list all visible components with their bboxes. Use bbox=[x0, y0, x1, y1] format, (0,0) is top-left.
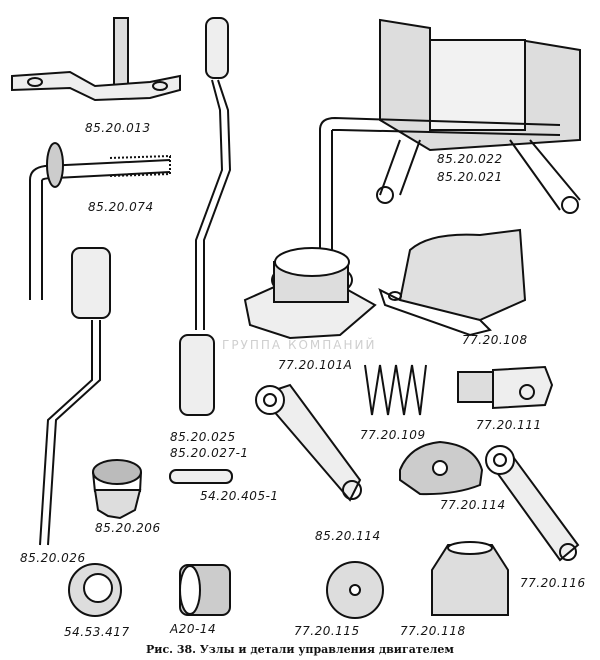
part-77-20-116-drawing bbox=[485, 445, 580, 562]
part-label: 77.20.101A bbox=[278, 358, 353, 372]
part-label: 85.20.026 bbox=[20, 551, 86, 565]
part-85-20-074-drawing bbox=[29, 142, 171, 300]
part-label: 54.20.405-1 bbox=[200, 489, 279, 503]
part-77-20-109-drawing bbox=[364, 364, 427, 416]
part-label: 77.20.109 bbox=[360, 428, 426, 442]
part-label: 85.20.114 bbox=[315, 529, 381, 543]
part-85-20-026-drawing bbox=[39, 247, 111, 546]
part-77-20-111-drawing bbox=[457, 365, 554, 410]
part-label: 77.20.118 bbox=[400, 624, 466, 638]
part-85-20-022-drawing bbox=[319, 18, 581, 250]
part-85-20-114-drawing bbox=[255, 383, 362, 502]
part-a20-14-drawing bbox=[179, 564, 231, 616]
part-label: 85.20.206 bbox=[95, 521, 161, 535]
part-label: 85.20.025 bbox=[170, 430, 236, 444]
part-77-20-101a-drawing bbox=[243, 247, 377, 340]
part-label: 85.20.027-1 bbox=[170, 446, 249, 460]
part-label: 85.20.022 bbox=[437, 152, 503, 166]
part-label: 77.20.108 bbox=[462, 333, 528, 347]
part-77-20-108-drawing bbox=[378, 228, 527, 337]
part-77-20-114-drawing bbox=[399, 440, 484, 496]
watermark: ГРУППА КОМПАНИЙ bbox=[222, 338, 377, 352]
part-85-20-025-drawing bbox=[179, 17, 232, 416]
part-label: 77.20.116 bbox=[520, 576, 586, 590]
part-label: 54.53.417 bbox=[64, 625, 130, 639]
part-85-20-013-drawing bbox=[11, 17, 181, 102]
part-label: 85.20.021 bbox=[437, 170, 503, 184]
part-54-20-405-1-drawing bbox=[169, 469, 233, 484]
part-85-20-206-drawing bbox=[92, 459, 142, 520]
part-label: 85.20.074 bbox=[88, 200, 154, 214]
part-54-53-417-drawing bbox=[68, 563, 122, 617]
figure-caption: Рис. 38. Узлы и детали управления двигат… bbox=[146, 643, 454, 656]
part-label: 77.20.111 bbox=[476, 418, 542, 432]
part-77-20-118-drawing bbox=[431, 541, 509, 616]
part-label: 85.20.013 bbox=[85, 121, 151, 135]
part-77-20-115-drawing bbox=[326, 561, 384, 619]
part-label: A20-14 bbox=[170, 622, 217, 636]
part-label: 77.20.114 bbox=[440, 498, 506, 512]
part-label: 77.20.115 bbox=[294, 624, 360, 638]
